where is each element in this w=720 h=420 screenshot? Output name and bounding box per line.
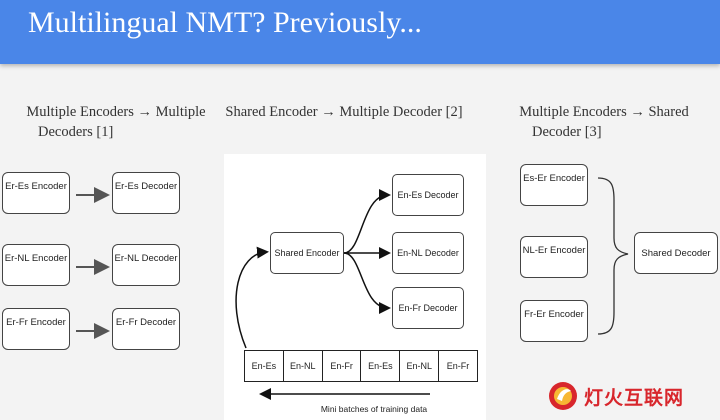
middle-heading-text: Shared Encoder → Multiple Decoder [2] [225,104,463,120]
batch-cell: En-Es [361,351,401,381]
shared-encoder-box: Shared Encoder [270,232,344,274]
right-encoder-box-3: Fr-Er Encoder [520,300,588,342]
middle-column-heading: Shared Encoder → Multiple Decoder [2] [214,102,474,122]
middle-decoder-label-1: En-Es Decoder [397,190,459,200]
shared-decoder-box: Shared Decoder [634,232,718,274]
left-heading-line2: Decoders [1] [38,124,114,140]
watermark: 灯火互联网 [548,378,684,414]
batch-cell: En-Es [245,351,284,381]
slide-header: Multilingual NMT? Previously... [0,0,720,64]
left-encoder-label-1: Er-Es Encoder [5,181,67,192]
left-decoder-box-1: Er-Es Decoder [112,172,180,214]
left-encoder-box-3: Er-Fr Encoder [2,308,70,350]
right-encoder-box-2: NL-Er Encoder [520,236,588,278]
shared-encoder-label: Shared Encoder [274,248,340,258]
batch-cell: En-NL [284,351,323,381]
left-heading-line1: Multiple Encoders → Multiple [26,104,206,120]
left-column-heading: Multiple Encoders → Multiple Decoders [1… [6,102,226,142]
left-decoder-label-1: Er-Es Decoder [114,181,178,192]
left-encoder-box-2: Er-NL Encoder [2,244,70,286]
mini-batch-caption: Mini batches of training data [320,404,428,414]
right-curly-brace [597,177,629,335]
left-decoder-box-2: Er-NL Decoder [112,244,180,286]
right-encoder-label-3: Fr-Er Encoder [524,309,584,320]
middle-decoder-box-3: En-Fr Decoder [392,287,464,329]
middle-decoder-box-2: En-NL Decoder [392,232,464,274]
right-encoder-label-2: NL-Er Encoder [522,245,586,256]
slide-title: Multilingual NMT? Previously... [28,6,422,39]
batch-cell: En-Fr [323,351,362,381]
right-heading-line2: Decoder [3] [532,124,602,140]
watermark-text: 灯火互联网 [584,386,685,409]
right-encoder-label-1: Es-Er Encoder [523,173,585,184]
middle-decoder-box-1: En-Es Decoder [392,174,464,216]
shared-encoder-figure: Shared Encoder En-Es Decoder En-NL Decod… [224,154,486,420]
batch-cell: En-NL [400,351,440,381]
left-encoder-label-2: Er-NL Encoder [4,253,68,264]
middle-decoder-label-2: En-NL Decoder [397,248,459,258]
right-heading-line1: Multiple Encoders → Shared [519,104,689,120]
left-decoder-label-3: Er-Fr Decoder [115,317,177,328]
middle-decoder-label-3: En-Fr Decoder [398,303,458,313]
shared-decoder-label: Shared Decoder [641,247,711,259]
left-decoder-label-2: Er-NL Decoder [114,253,178,264]
left-encoder-label-3: Er-Fr Encoder [6,317,66,328]
batch-cell: En-Fr [446,361,470,371]
watermark-logo-icon [549,382,577,410]
mini-batch-strip: En-Es En-NL En-Fr En-Es En-NL En-Fr [244,350,478,382]
right-encoder-box-1: Es-Er Encoder [520,164,588,206]
left-decoder-box-3: Er-Fr Decoder [112,308,180,350]
right-column-heading: Multiple Encoders → Shared Decoder [3] [494,102,714,142]
left-encoder-box-1: Er-Es Encoder [2,172,70,214]
